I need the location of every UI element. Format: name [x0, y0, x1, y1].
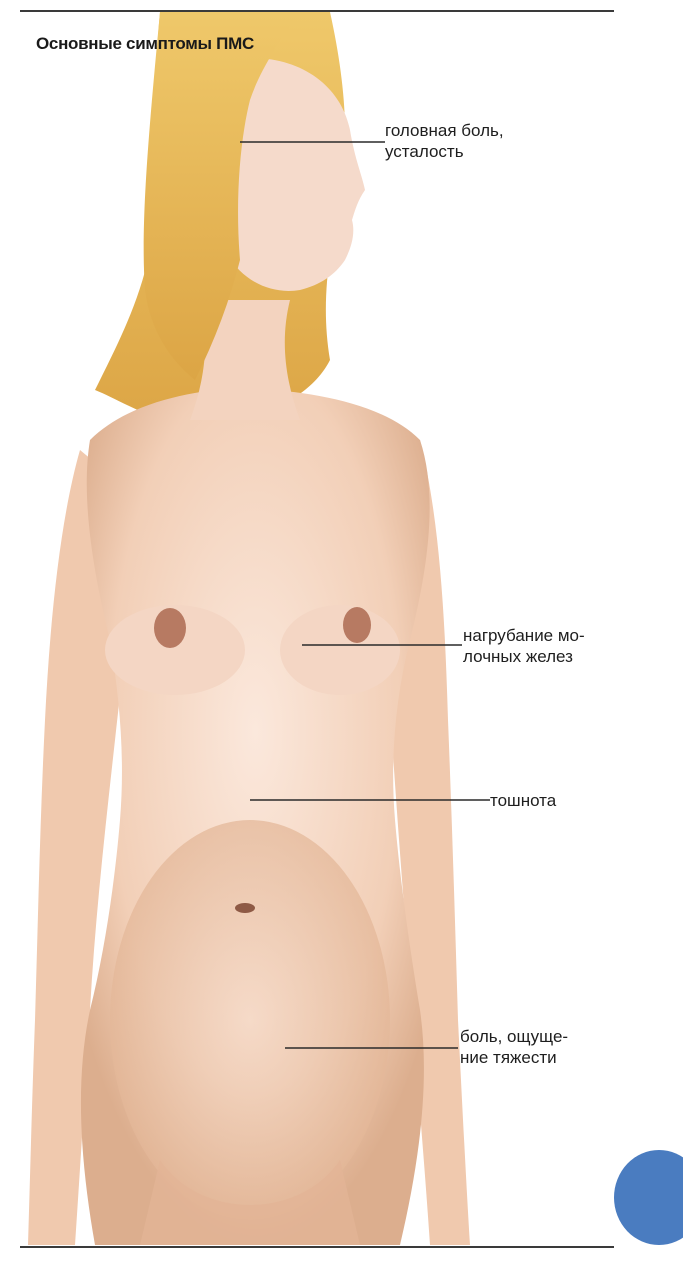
callout-breast: нагрубание мо- лочных желез	[463, 625, 585, 667]
callout-abdomen: боль, ощуще- ние тяжести	[460, 1026, 568, 1068]
right-breast	[280, 605, 400, 695]
diagram-title: Основные симптомы ПМС	[36, 34, 254, 54]
abdomen	[110, 820, 390, 1220]
callout-nausea-line1: тошнота	[490, 790, 556, 811]
navel	[235, 903, 255, 913]
callout-head-line2: усталость	[385, 141, 504, 162]
callout-breast-line2: лочных желез	[463, 646, 585, 667]
callout-head-line1: головная боль,	[385, 120, 504, 141]
callout-abdomen-line2: ние тяжести	[460, 1047, 568, 1068]
bottom-rule	[20, 1246, 614, 1248]
left-nipple	[154, 608, 186, 648]
callout-abdomen-line1: боль, ощуще-	[460, 1026, 568, 1047]
callout-nausea: тошнота	[490, 790, 556, 811]
callout-breast-line1: нагрубание мо-	[463, 625, 585, 646]
right-nipple	[343, 607, 371, 643]
callout-head: головная боль, усталость	[385, 120, 504, 162]
